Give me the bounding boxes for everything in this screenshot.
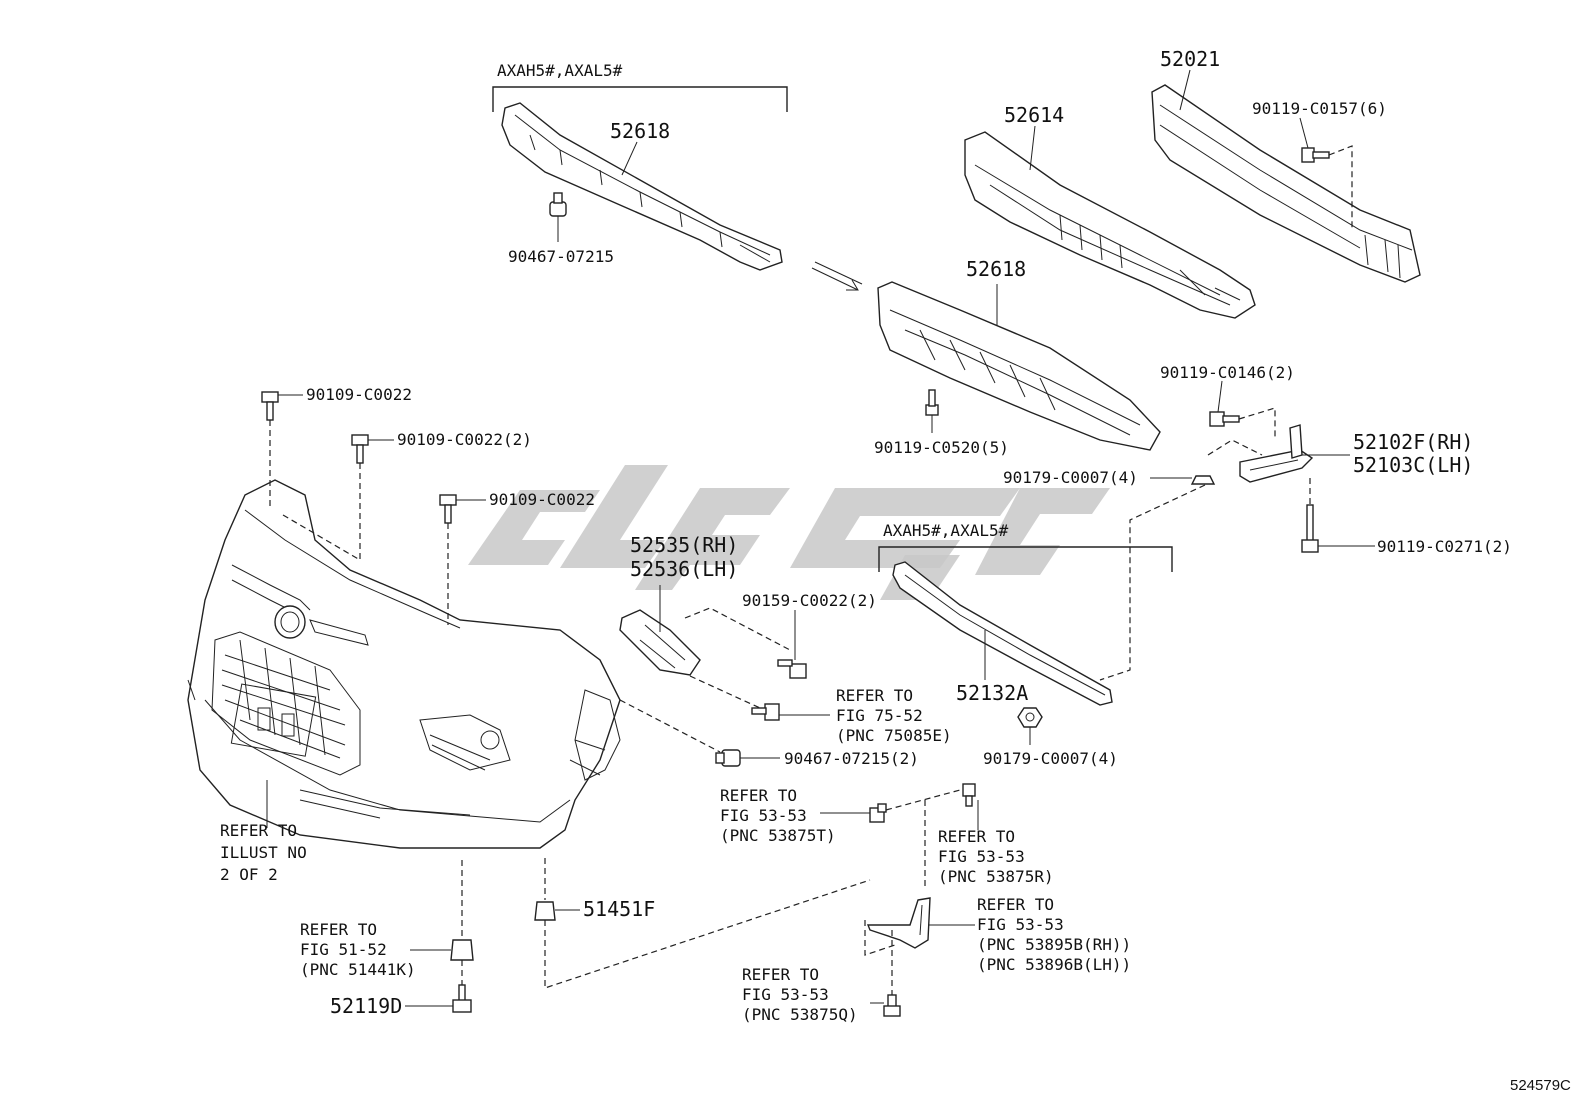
direction-arrow (811, 261, 863, 291)
screw-52119D[interactable] (452, 984, 472, 1013)
label-90109-b: 90109-C0022(2) (397, 430, 532, 449)
dash-51451F-loop (544, 879, 871, 989)
label-51441K-b: FIG 51-52 (300, 940, 387, 959)
bracket-axah-top (492, 86, 788, 112)
leader-90119-C0157 (1299, 117, 1309, 149)
bracket-axah-lower (878, 546, 1173, 572)
nut-90179-C0007-lower[interactable] (1017, 707, 1043, 728)
label-52536: 52536(LH) (630, 557, 738, 581)
label-53895B-b: FIG 53-53 (977, 915, 1064, 934)
bolt-90119-C0157[interactable] (1301, 147, 1330, 163)
label-52132A: 52132A (956, 681, 1028, 705)
dash-90119-C0146 (1238, 407, 1276, 438)
label-53875R-b: FIG 53-53 (938, 847, 1025, 866)
label-90119-C0146: 90119-C0146(2) (1160, 363, 1295, 382)
figure-number: 524579C (1510, 1077, 1571, 1094)
label-51441K-a: REFER TO (300, 920, 377, 939)
screw-53875Q[interactable] (883, 994, 901, 1017)
label-90159: 90159-C0022(2) (742, 591, 877, 610)
clip-51451F[interactable] (534, 901, 556, 921)
bracket-52535[interactable] (619, 609, 701, 676)
label-53875T-a: REFER TO (720, 786, 797, 805)
label-51451F: 51451F (583, 897, 655, 921)
leader-52021 (1179, 69, 1191, 111)
label-refer-75-c: (PNC 75085E) (836, 726, 952, 745)
label-53875T-c: (PNC 53875T) (720, 826, 836, 845)
dash-refer-75-52 (689, 675, 761, 709)
bracket-53895B[interactable] (866, 897, 931, 949)
label-90119-C0157: 90119-C0157(6) (1252, 99, 1387, 118)
label-90179-lower: 90179-C0007(4) (983, 749, 1118, 768)
label-refer-75-b: FIG 75-52 (836, 706, 923, 725)
label-90179-upper: 90179-C0007(4) (1003, 468, 1138, 487)
label-53875T-b: FIG 53-53 (720, 806, 807, 825)
leader-90119-C0146 (1217, 380, 1223, 413)
label-52618-upper: 52618 (610, 119, 670, 143)
screw-refer-75-52[interactable] (751, 703, 780, 721)
label-53875Q-c: (PNC 53875Q) (742, 1005, 858, 1024)
clip-53875T[interactable] (869, 803, 887, 823)
label-52535: 52535(RH) (630, 533, 738, 557)
dash-90159 (684, 607, 791, 651)
screw-90109-C0022-a[interactable] (261, 391, 279, 421)
clip-90467-07215[interactable] (549, 192, 567, 217)
label-refer-illust-a: REFER TO (220, 821, 297, 840)
label-axah-lower: AXAH5#,AXAL5# (883, 521, 1009, 540)
label-53875R-a: REFER TO (938, 827, 1015, 846)
dash-53875T (885, 789, 961, 811)
label-53895B-c: (PNC 53895B(RH)) (977, 935, 1131, 954)
screw-90159-C0022[interactable] (777, 659, 807, 679)
leader-52614 (1029, 125, 1036, 171)
bolt-90119-C0271[interactable] (1301, 504, 1319, 553)
label-52618-lower: 52618 (966, 257, 1026, 281)
dash-90119-C0157 (1328, 145, 1353, 228)
label-51441K-c: (PNC 51441K) (300, 960, 416, 979)
screw-90109-C0022-b[interactable] (351, 434, 369, 464)
label-90119-C0520: 90119-C0520(5) (874, 438, 1009, 457)
bolt-90119-C0146[interactable] (1209, 411, 1240, 427)
dash-90109-b (282, 463, 361, 561)
leader-52618-upper (621, 141, 638, 176)
label-refer-illust-c: 2 OF 2 (220, 865, 278, 884)
clip-51441K[interactable] (450, 939, 474, 961)
dash-90467-2 (619, 699, 721, 753)
reinforcement-52021[interactable] (1151, 84, 1421, 283)
label-52119D: 52119D (330, 994, 402, 1018)
label-53895B-a: REFER TO (977, 895, 1054, 914)
screw-90109-C0022-c[interactable] (439, 494, 457, 524)
dash-53895B (864, 920, 896, 956)
reinforcement-52132A[interactable] (892, 561, 1113, 706)
absorber-52614[interactable] (964, 131, 1256, 319)
label-53875Q-a: REFER TO (742, 965, 819, 984)
label-52021: 52021 (1160, 47, 1220, 71)
bolt-90119-C0520[interactable] (925, 389, 939, 416)
label-refer-75-a: REFER TO (836, 686, 913, 705)
label-52614: 52614 (1004, 103, 1064, 127)
label-90467-07215: 90467-07215 (508, 247, 614, 266)
label-52102F: 52102F(RH) (1353, 430, 1473, 454)
label-53875R-c: (PNC 53875R) (938, 867, 1054, 886)
absorber-52618-lower[interactable] (877, 281, 1161, 451)
label-53895B-d: (PNC 53896B(LH)) (977, 955, 1131, 974)
bracket-52102F[interactable] (1239, 424, 1314, 483)
label-90119-C0271: 90119-C0271(2) (1377, 537, 1512, 556)
label-refer-illust-b: ILLUST NO (220, 843, 307, 862)
front-bumper-cover[interactable] (187, 479, 621, 849)
label-axah-top: AXAH5#,AXAL5# (497, 61, 623, 80)
label-90109-c: 90109-C0022 (489, 490, 595, 509)
dash-bracket-to-reinforcement (1099, 484, 1206, 681)
dash-bracket (1207, 439, 1263, 456)
label-52103C: 52103C(LH) (1353, 453, 1473, 477)
label-90109-a: 90109-C0022 (306, 385, 412, 404)
clip-90467-07215-2[interactable] (715, 749, 741, 767)
nut-90179-C0007-upper[interactable] (1190, 475, 1216, 485)
absorber-52618-upper[interactable] (501, 102, 783, 271)
screw-53875R[interactable] (962, 783, 976, 807)
label-53875Q-b: FIG 53-53 (742, 985, 829, 1004)
label-90467-2: 90467-07215(2) (784, 749, 919, 768)
